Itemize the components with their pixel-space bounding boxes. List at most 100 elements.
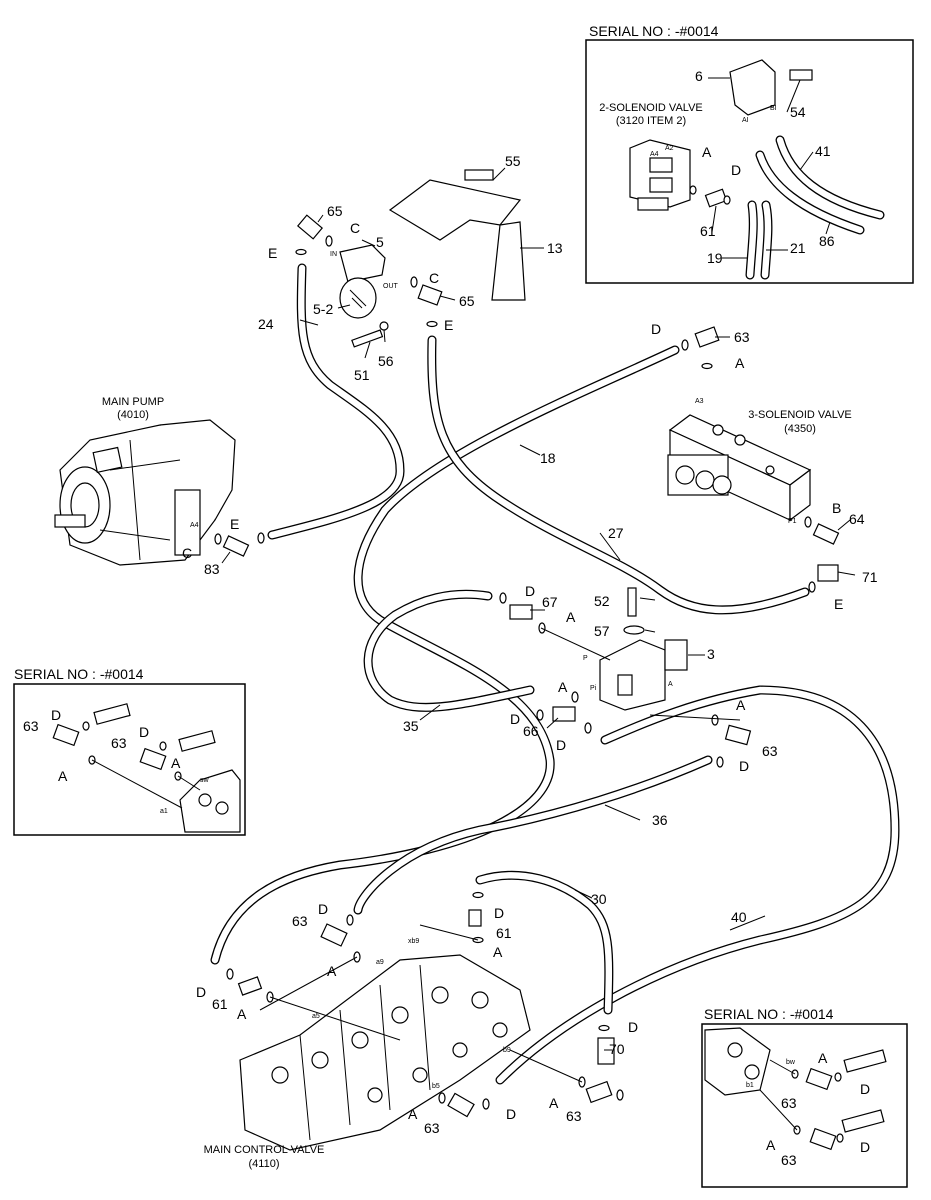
main-pump: A4	[54, 419, 236, 566]
o-rings	[214, 339, 816, 1110]
port-out-label: OUT	[383, 283, 399, 290]
hose-24	[267, 263, 405, 540]
callout-18: 18	[540, 450, 556, 466]
inset2-callout-63-a: 63	[23, 718, 39, 734]
inset1-callout-54: 54	[790, 104, 806, 120]
inset1-callout-61: 61	[700, 223, 716, 239]
washer-57	[623, 625, 645, 635]
connector-61-top	[468, 909, 482, 927]
tee-70	[597, 1037, 615, 1065]
inset1-callout-6: 6	[695, 68, 703, 84]
main-pump-label: MAIN PUMP	[102, 396, 164, 408]
elbow-63-mid	[724, 724, 752, 746]
main-control-code: (4110)	[249, 1158, 280, 1170]
elbow-64	[812, 523, 840, 545]
callout-63-top: 63	[734, 329, 750, 345]
inset1-callout-a: A	[702, 144, 712, 160]
three-solenoid-valve: A3 P1	[667, 398, 812, 525]
callout-65-bottom: 65	[459, 293, 475, 309]
inset1-callout-41: 41	[815, 143, 831, 159]
port-bw-label: bw	[786, 1059, 796, 1066]
callout-a-66: A	[558, 679, 568, 695]
callout-d-mcv: D	[318, 901, 328, 917]
port-a3-label: A3	[695, 398, 704, 405]
callout-3: 3	[707, 646, 715, 662]
callout-36: 36	[652, 812, 668, 828]
callout-a-mcv: A	[327, 963, 337, 979]
callout-65-top: 65	[327, 203, 343, 219]
inset2-callout-a-2: A	[171, 755, 181, 771]
tee-71	[817, 564, 839, 582]
bolt-51	[351, 329, 384, 348]
callout-d-top: D	[651, 321, 661, 337]
callout-71: 71	[862, 569, 878, 585]
callout-d-right: D	[739, 758, 749, 774]
port-sw-label: sw	[200, 777, 210, 784]
callout-a-left: A	[237, 1006, 247, 1022]
callout-d-66: D	[510, 711, 520, 727]
elbow-65-bottom	[417, 284, 443, 306]
callout-c-bottom: C	[429, 270, 439, 286]
oring-e-mid	[426, 320, 438, 328]
main-pump-code: (4010)	[117, 409, 149, 421]
tee-67	[509, 604, 533, 620]
inset3-callout-d-1: D	[860, 1081, 870, 1097]
washer-56	[379, 321, 389, 331]
callout-a-bottom: A	[408, 1106, 418, 1122]
callout-27: 27	[608, 525, 624, 541]
inset2-callout-63-b: 63	[111, 735, 127, 751]
inset1-callout-21: 21	[790, 240, 806, 256]
port-in-label: IN	[330, 251, 337, 258]
callout-63-mcv: 63	[292, 913, 308, 929]
tee-66	[552, 706, 576, 722]
port-a2-label: A2	[665, 145, 674, 152]
callout-63-mid: 63	[762, 743, 778, 759]
oring-d-inset	[723, 195, 731, 205]
inset2-callout-a-1: A	[58, 768, 68, 784]
leader-lines	[221, 167, 856, 1083]
callout-d-mid: D	[556, 737, 566, 753]
inset3-callout-d-2: D	[860, 1139, 870, 1155]
callout-70: 70	[609, 1041, 625, 1057]
connector-61-left	[237, 976, 263, 996]
callout-67: 67	[542, 594, 558, 610]
valve-3: P Pi A	[583, 639, 688, 711]
inset1-callout-86: 86	[819, 233, 835, 249]
callout-52: 52	[594, 593, 610, 609]
connector-61-inset	[704, 188, 728, 208]
bolt-55	[464, 169, 494, 181]
callout-d-70: D	[628, 1019, 638, 1035]
hose-18	[210, 345, 680, 965]
callout-a-61: A	[493, 944, 503, 960]
port-a4-label: A4	[190, 522, 199, 529]
port-bi-label: BI	[770, 105, 777, 112]
callout-5: 5	[376, 234, 384, 250]
callout-30: 30	[591, 891, 607, 907]
callout-64: 64	[849, 511, 865, 527]
callout-a-right: A	[736, 697, 746, 713]
hose-35	[363, 589, 535, 712]
oring-a-inset	[689, 185, 697, 195]
three-solenoid-code: (4350)	[784, 423, 816, 435]
hose-27	[427, 335, 810, 615]
callout-e-top: E	[268, 245, 277, 261]
callout-a-67: A	[566, 609, 576, 625]
port-b1-label: b1	[746, 1082, 754, 1089]
port-pi-label: Pi	[590, 685, 597, 692]
callout-57: 57	[594, 623, 610, 639]
callout-56: 56	[378, 353, 394, 369]
port-a9-label: a9	[376, 959, 384, 966]
callout-66: 66	[523, 723, 539, 739]
callout-61-left: 61	[212, 996, 228, 1012]
port-a-label: A	[668, 681, 673, 688]
bracket-13	[388, 179, 526, 301]
callout-24: 24	[258, 316, 274, 332]
callout-e-pump: E	[230, 516, 239, 532]
oring-c-top	[325, 235, 333, 247]
oring-c-bottom	[410, 276, 418, 288]
inset2-callout-d-b: D	[139, 724, 149, 740]
elbow-63-top	[694, 326, 720, 348]
main-control-valve: a9 xb9 a5 b9 b5	[239, 938, 531, 1151]
inset1-callout-d: D	[731, 162, 741, 178]
